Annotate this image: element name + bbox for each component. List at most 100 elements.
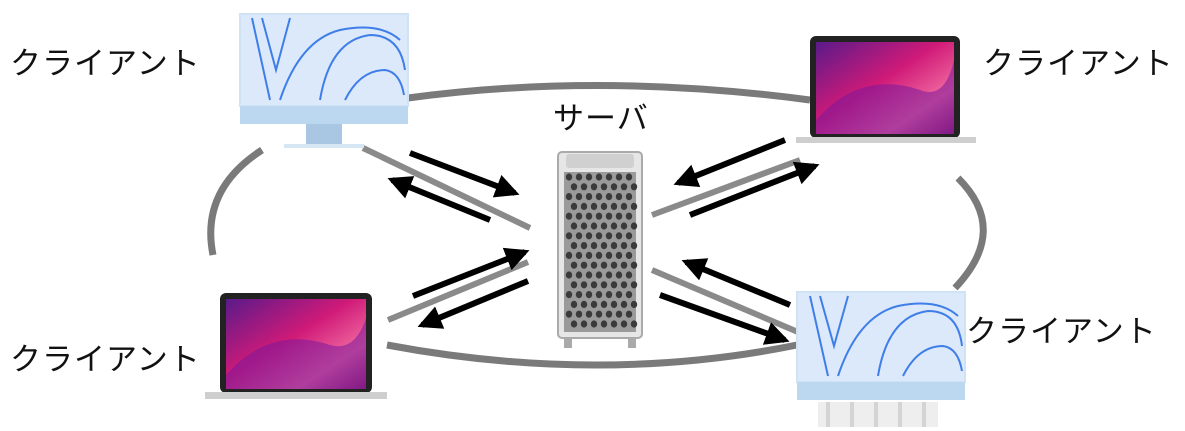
- server-grille-hole: [585, 212, 593, 220]
- server-grille-hole: [580, 261, 588, 269]
- server-grille-hole: [570, 222, 578, 230]
- server-grille-hole: [580, 202, 588, 210]
- server-grille-hole: [615, 173, 623, 181]
- server-grille-hole: [565, 310, 573, 318]
- server-grille-hole: [620, 261, 628, 269]
- server-grille-hole: [575, 271, 583, 279]
- server-grille-hole: [585, 271, 593, 279]
- server-grille-hole: [615, 291, 623, 299]
- server-grille-hole: [570, 281, 578, 289]
- server-grille-hole: [575, 232, 583, 240]
- server-grille-hole: [565, 173, 573, 181]
- arrow-to-client-br: [658, 292, 790, 345]
- client-label-bottom-left: クライアント: [10, 342, 201, 378]
- server-label: サーバ: [553, 101, 649, 137]
- arrow-to-client-bl: [417, 278, 530, 329]
- server-grille-hole: [605, 251, 613, 259]
- server-grille-hole: [585, 232, 593, 240]
- server-grille-hole: [610, 222, 618, 230]
- server-grille-hole: [565, 291, 573, 299]
- server-grille-hole: [630, 183, 638, 191]
- server-grille-hole: [625, 251, 633, 259]
- arrow-to-server-br: [681, 258, 792, 308]
- server-grille-hole: [630, 202, 638, 210]
- client-laptop-top-right: [796, 36, 976, 143]
- server-grille-hole: [620, 320, 628, 328]
- server-grille-hole: [570, 202, 578, 210]
- server-grille-hole: [615, 212, 623, 220]
- server-grille-hole: [590, 183, 598, 191]
- server-grille-hole: [625, 291, 633, 299]
- server-grille-hole: [585, 251, 593, 259]
- server-grille-hole: [590, 222, 598, 230]
- server-grille-hole: [610, 242, 618, 250]
- server-grille-hole: [600, 261, 608, 269]
- server-grille-hole: [620, 242, 628, 250]
- server-grille-hole: [615, 251, 623, 259]
- server-grille-hole: [585, 193, 593, 201]
- server-grille-hole: [615, 193, 623, 201]
- client-desktop-bottom-right: [796, 291, 966, 427]
- server-grille-hole: [615, 271, 623, 279]
- server-grille-hole: [595, 291, 603, 299]
- server-grille-hole: [605, 173, 613, 181]
- server-grille-hole: [625, 271, 633, 279]
- arrow-to-server-bl: [411, 247, 530, 299]
- arrow-to-server-tr: [688, 161, 820, 218]
- server-grille-hole: [630, 222, 638, 230]
- server-grille-hole: [585, 173, 593, 181]
- server-grille-hole: [615, 232, 623, 240]
- server-grille-hole: [590, 202, 598, 210]
- server-grille-hole: [565, 193, 573, 201]
- server-grille-hole: [600, 320, 608, 328]
- server-grille-hole: [565, 232, 573, 240]
- server-grille-hole: [610, 300, 618, 308]
- server-grille-hole: [595, 232, 603, 240]
- server-grille-hole: [605, 310, 613, 318]
- server-grille-hole: [630, 242, 638, 250]
- server-grille-hole: [610, 320, 618, 328]
- server-grille-hole: [595, 310, 603, 318]
- server-grille-hole: [570, 261, 578, 269]
- server-grille-hole: [565, 212, 573, 220]
- server-grille-hole: [575, 193, 583, 201]
- server-grille-hole: [585, 310, 593, 318]
- server-tower: [557, 151, 643, 348]
- server-grille-hole: [570, 242, 578, 250]
- server-grille-hole: [595, 173, 603, 181]
- server-grille-hole: [580, 281, 588, 289]
- server-grille-hole: [620, 281, 628, 289]
- server-grille-hole: [605, 271, 613, 279]
- server-grille-hole: [575, 251, 583, 259]
- server-grille-hole: [600, 300, 608, 308]
- server-grille-hole: [605, 193, 613, 201]
- server-grille-hole: [585, 291, 593, 299]
- server-grille-hole: [580, 300, 588, 308]
- server-grille-hole: [575, 310, 583, 318]
- server-grille-hole: [600, 242, 608, 250]
- server-grille-hole: [600, 202, 608, 210]
- server-grille-hole: [620, 202, 628, 210]
- client-label-bottom-right: クライアント: [966, 314, 1157, 350]
- server-grille-hole: [575, 173, 583, 181]
- server-grille-hole: [610, 261, 618, 269]
- server-grille-hole: [580, 222, 588, 230]
- server-grille-hole: [580, 320, 588, 328]
- server-grille-hole: [575, 291, 583, 299]
- server-grille-hole: [625, 193, 633, 201]
- arrow-to-client-tl: [387, 176, 492, 223]
- server-grille-hole: [590, 300, 598, 308]
- server-grille-hole: [580, 183, 588, 191]
- server-grille-hole: [570, 183, 578, 191]
- server-grille-hole: [610, 202, 618, 210]
- server-grille-hole: [610, 281, 618, 289]
- client-laptop-bottom-left: [205, 293, 387, 399]
- server-grille-hole: [630, 281, 638, 289]
- server-grille-hole: [625, 173, 633, 181]
- server-grille-hole: [625, 310, 633, 318]
- network-ring: [207, 81, 987, 369]
- server-grille-hole: [605, 232, 613, 240]
- server-grille-hole: [580, 242, 588, 250]
- server-grille-hole: [565, 271, 573, 279]
